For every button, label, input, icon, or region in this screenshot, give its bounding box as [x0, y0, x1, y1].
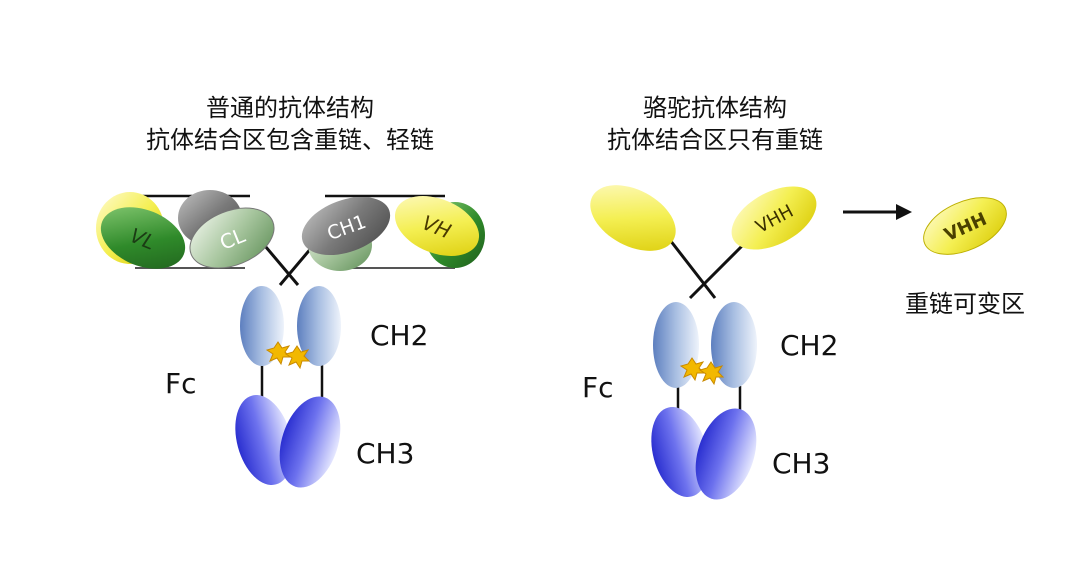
vl-domain — [100, 207, 186, 269]
glycan-spark-icon — [698, 361, 725, 386]
camelid-antibody: VHH — [590, 185, 817, 500]
nanobody-vhh-domain — [923, 197, 1007, 255]
camelid-ch3-label: CH3 — [772, 447, 831, 480]
ch2-domain-left — [240, 286, 284, 366]
arrow-right-icon — [843, 204, 912, 220]
hinge-line — [688, 238, 750, 300]
conventional-fc-label: Fc — [165, 367, 197, 400]
camelid-ch2-label: CH2 — [780, 329, 839, 362]
glycan-spark-icon — [265, 341, 292, 366]
ch3-domain-right — [279, 396, 341, 488]
conventional-antibody: VL CL CH1 VH — [96, 190, 485, 488]
cl-domain — [189, 207, 275, 269]
glycan-spark-icon — [679, 357, 706, 382]
camelid-title-line2: 抗体结合区只有重链 — [607, 126, 823, 154]
nanobody-caption: 重链可变区 — [905, 290, 1025, 318]
conventional-ch2-label: CH2 — [370, 319, 429, 352]
conventional-ch3-label: CH3 — [356, 437, 415, 470]
camelid-title: 骆驼抗体结构 抗体结合区只有重链 — [555, 92, 875, 156]
ch3-domain-right — [695, 408, 757, 500]
ch1-domain — [301, 196, 391, 256]
conventional-title: 普通的抗体结构 抗体结合区包含重链、轻链 — [110, 92, 470, 156]
vhh-domain-right — [731, 186, 817, 250]
camelid-fc-label: Fc — [582, 371, 614, 404]
ch2-domain-right — [297, 286, 341, 366]
conventional-title-line2: 抗体结合区包含重链、轻链 — [146, 126, 434, 154]
glycan-spark-icon — [284, 345, 311, 370]
camelid-title-line1: 骆驼抗体结构 — [643, 94, 787, 122]
hinge-line — [668, 239, 717, 299]
vh-domain — [394, 196, 480, 256]
hinge-line — [258, 239, 300, 286]
nanobody: VHH — [923, 197, 1007, 255]
vhh-domain-left — [590, 185, 676, 251]
ch2-domain-right — [711, 302, 757, 388]
ch3-domain-left — [651, 407, 709, 497]
ch3-domain-left — [235, 395, 293, 485]
conventional-title-line1: 普通的抗体结构 — [206, 94, 374, 122]
